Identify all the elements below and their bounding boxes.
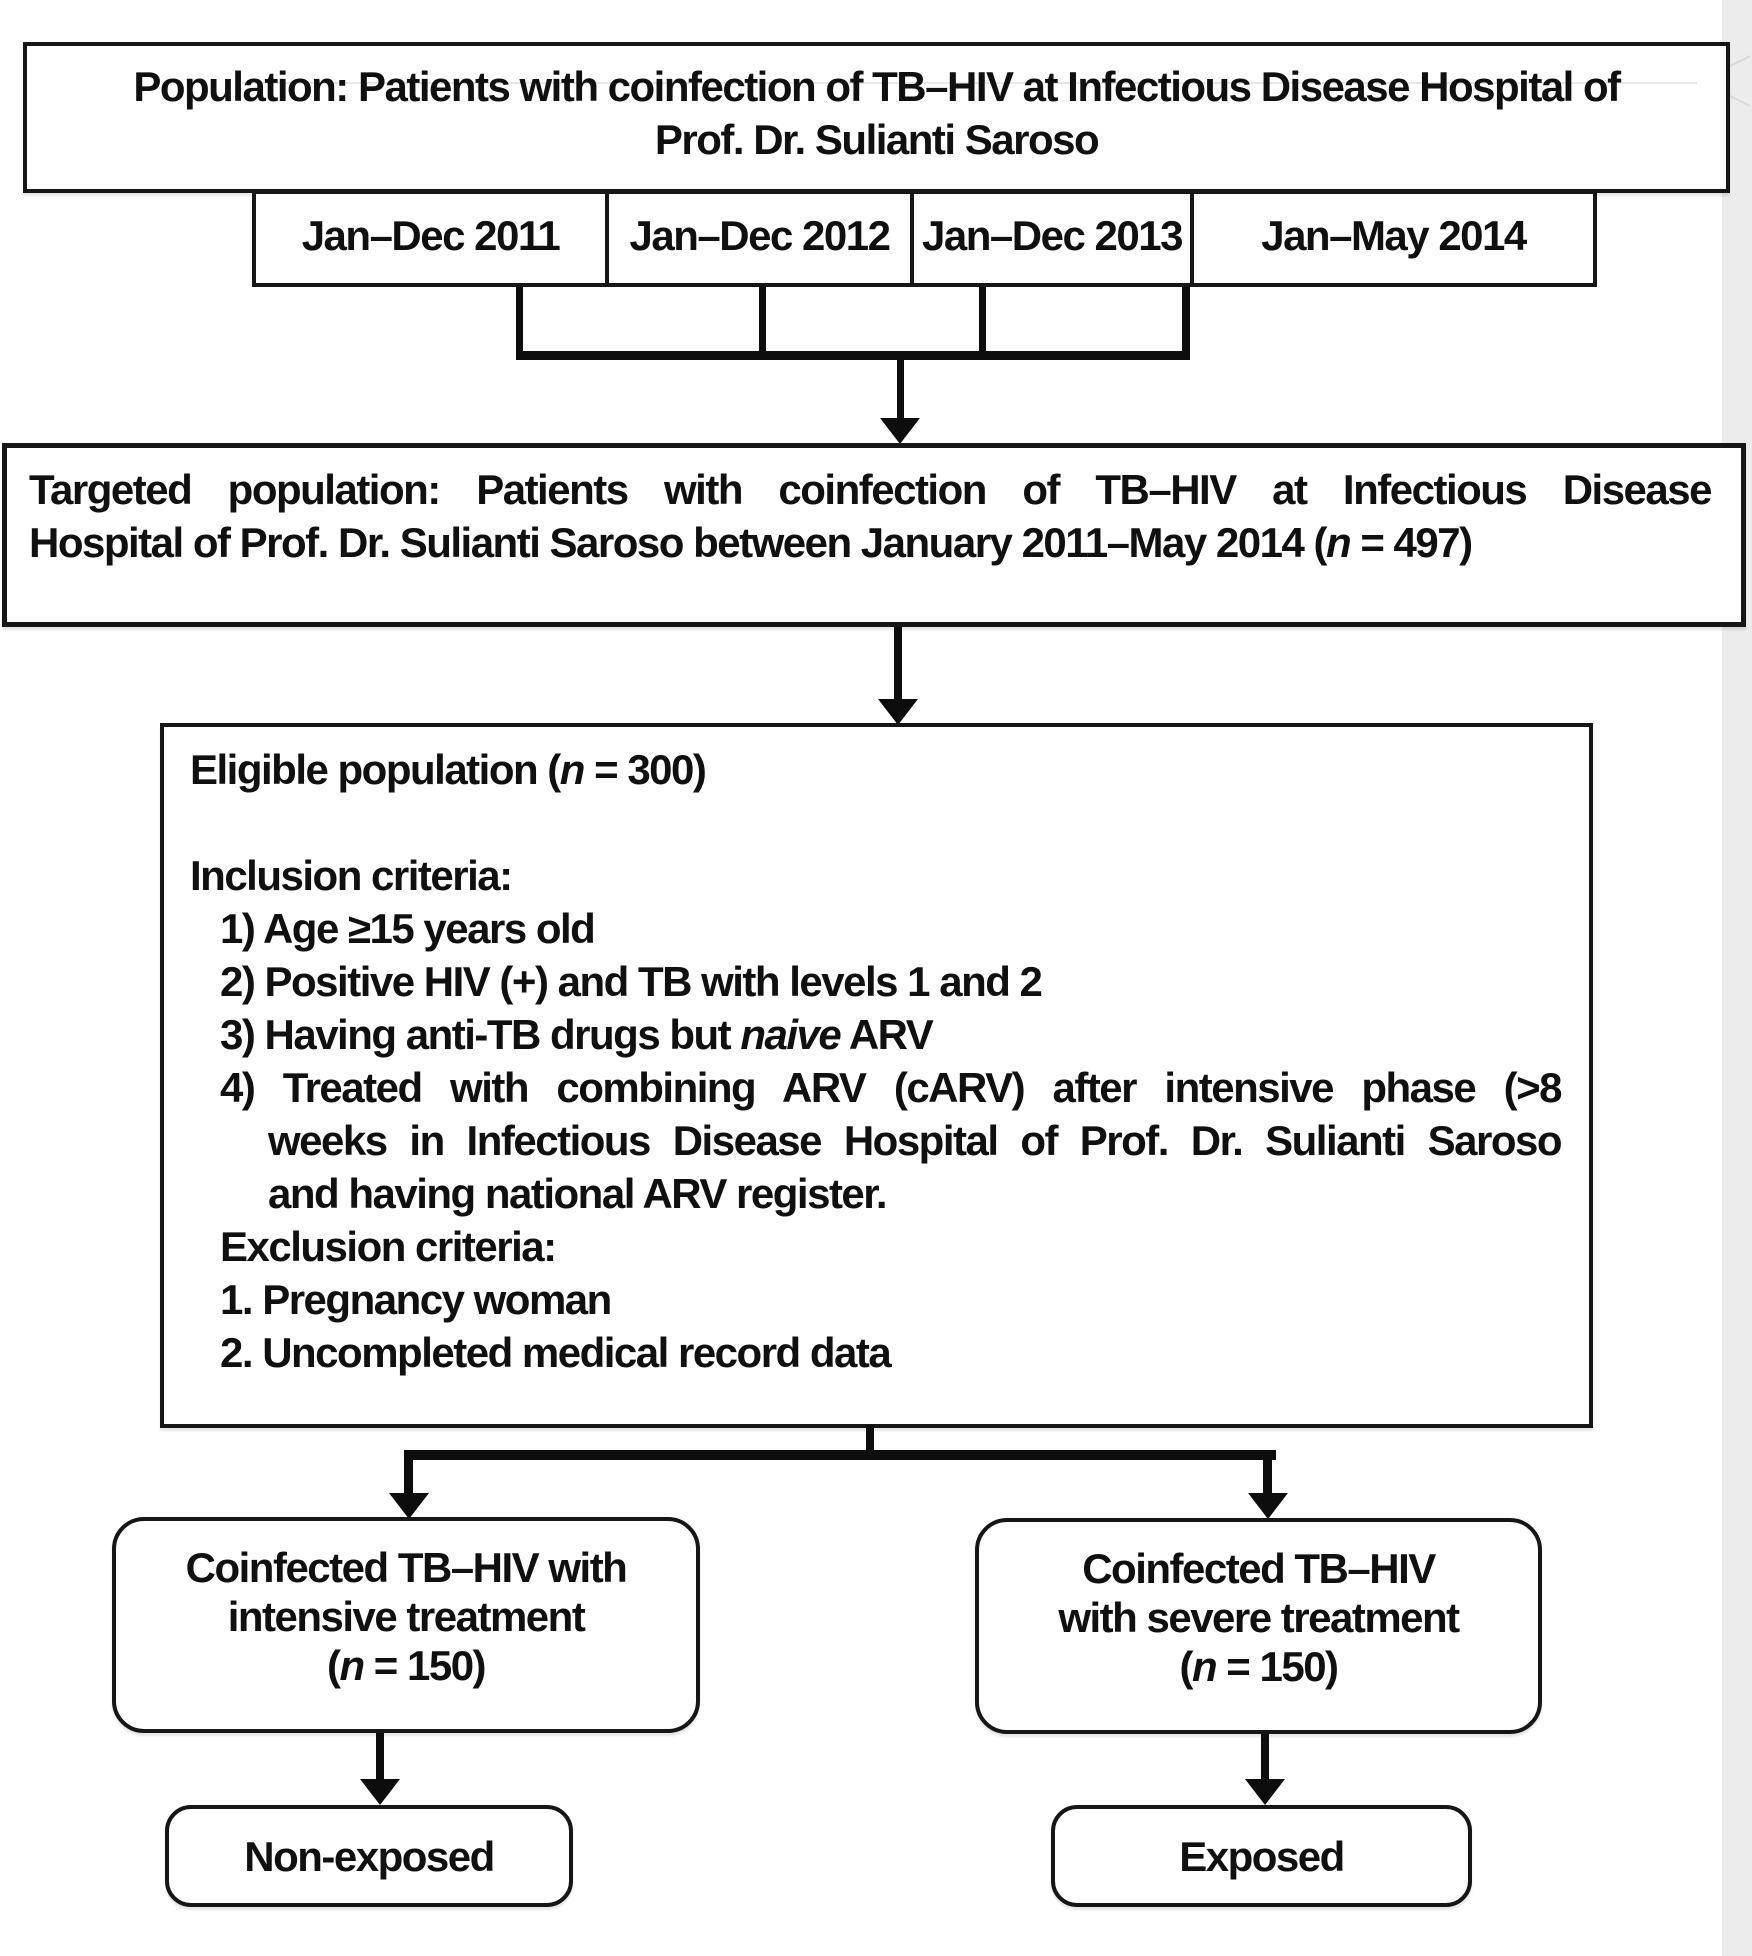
period-box-2011: Jan–Dec 2011 — [252, 190, 609, 287]
population-box: Population: Patients with coinfection of… — [23, 42, 1730, 193]
naive-italic: naive — [740, 1011, 841, 1058]
population-text-line1: Population: Patients with coinfection of… — [133, 63, 1621, 110]
exclusion-item-1: 1. Pregnancy woman — [220, 1276, 612, 1323]
n-symbol: n — [1326, 519, 1352, 566]
period-label: Jan–Dec 2012 — [629, 212, 891, 259]
arrow-down-icon — [880, 418, 920, 444]
inclusion-item-4-line3: and having national ARV register. — [268, 1170, 888, 1217]
inclusion-header: Inclusion criteria: — [190, 852, 513, 899]
targeted-text-line2: Hospital of Prof. Dr. Sulianti Saroso be… — [29, 519, 1473, 566]
inclusion-item-2: 2) Positive HIV (+) and TB with levels 1… — [220, 958, 1043, 1005]
exposed-label: Exposed — [1179, 1832, 1345, 1880]
period-label: Jan–Dec 2011 — [301, 212, 561, 259]
n-symbol: n — [559, 746, 586, 793]
inclusion-item-1: 1) Age ≥15 years old — [220, 905, 596, 952]
arrow-down-icon — [1248, 1493, 1288, 1519]
left-branch-line1: Coinfected TB–HIV with — [185, 1544, 628, 1591]
arrow-down-icon — [878, 699, 918, 725]
arrow-down-icon — [389, 1493, 429, 1519]
period-label: Jan–May 2014 — [1261, 212, 1527, 259]
spacer — [190, 796, 1561, 849]
intensive-treatment-box: Coinfected TB–HIV with intensive treatme… — [112, 1517, 700, 1733]
page-edge-strip — [1722, 0, 1752, 1956]
period-label: Jan–Dec 2013 — [922, 212, 1183, 259]
severe-treatment-box: Coinfected TB–HIV with severe treatment … — [975, 1518, 1542, 1734]
bracket-stub-4 — [1182, 287, 1190, 360]
population-text-line2: Prof. Dr. Sulianti Saroso — [654, 116, 1100, 163]
n-symbol: n — [1191, 1643, 1218, 1690]
n-symbol: n — [339, 1642, 365, 1689]
exposed-box: Exposed — [1051, 1805, 1472, 1907]
targeted-text-line1: Targeted population: Patients with coinf… — [29, 466, 1713, 513]
non-exposed-label: Non-exposed — [244, 1832, 495, 1880]
right-branch-line1: Coinfected TB–HIV — [1082, 1545, 1436, 1592]
bracket-stub-2 — [759, 287, 766, 360]
period-box-2012: Jan–Dec 2012 — [605, 190, 914, 287]
arrow-shaft-left-branch — [404, 1458, 413, 1494]
inclusion-item-3: 3) Having anti-TB drugs but naive ARV — [220, 1011, 934, 1058]
targeted-population-box: Targeted population: Patients with coinf… — [2, 443, 1746, 627]
eligible-population-box: Eligible population (n = 300) Inclusion … — [160, 723, 1593, 1428]
left-branch-line2: intensive treatment — [227, 1593, 586, 1640]
scan-gridline — [242, 82, 1697, 84]
inclusion-item-4-line2: weeks in Infectious Disease Hospital of … — [268, 1117, 1563, 1164]
period-box-2014: Jan–May 2014 — [1190, 190, 1597, 287]
bracket-bar — [516, 351, 1190, 360]
arrow-shaft-to-targeted — [897, 360, 904, 418]
arrow-shaft-to-eligible — [894, 627, 902, 699]
split-bar — [404, 1450, 1276, 1460]
bracket-stub-3 — [979, 287, 986, 360]
arrow-down-icon — [1245, 1779, 1285, 1805]
arrow-shaft-nonexposed — [376, 1733, 384, 1779]
left-branch-n: (n = 150) — [326, 1642, 487, 1689]
arrow-shaft-exposed — [1261, 1734, 1269, 1779]
period-box-2013: Jan–Dec 2013 — [910, 190, 1194, 287]
right-branch-n: (n = 150) — [1179, 1643, 1339, 1690]
right-branch-line2: with severe treatment — [1058, 1594, 1460, 1641]
bracket-stub-1 — [516, 287, 523, 360]
arrow-down-icon — [360, 1779, 400, 1805]
inclusion-item-4-line1: 4) Treated with combining ARV (cARV) aft… — [220, 1064, 1563, 1111]
exclusion-item-2: 2. Uncompleted medical record data — [220, 1329, 892, 1376]
split-stub — [866, 1425, 874, 1454]
arrow-shaft-right-branch — [1263, 1458, 1272, 1494]
exclusion-header: Exclusion criteria: — [220, 1223, 557, 1270]
eligible-title: Eligible population (n = 300) — [190, 746, 707, 793]
non-exposed-box: Non-exposed — [165, 1805, 573, 1907]
